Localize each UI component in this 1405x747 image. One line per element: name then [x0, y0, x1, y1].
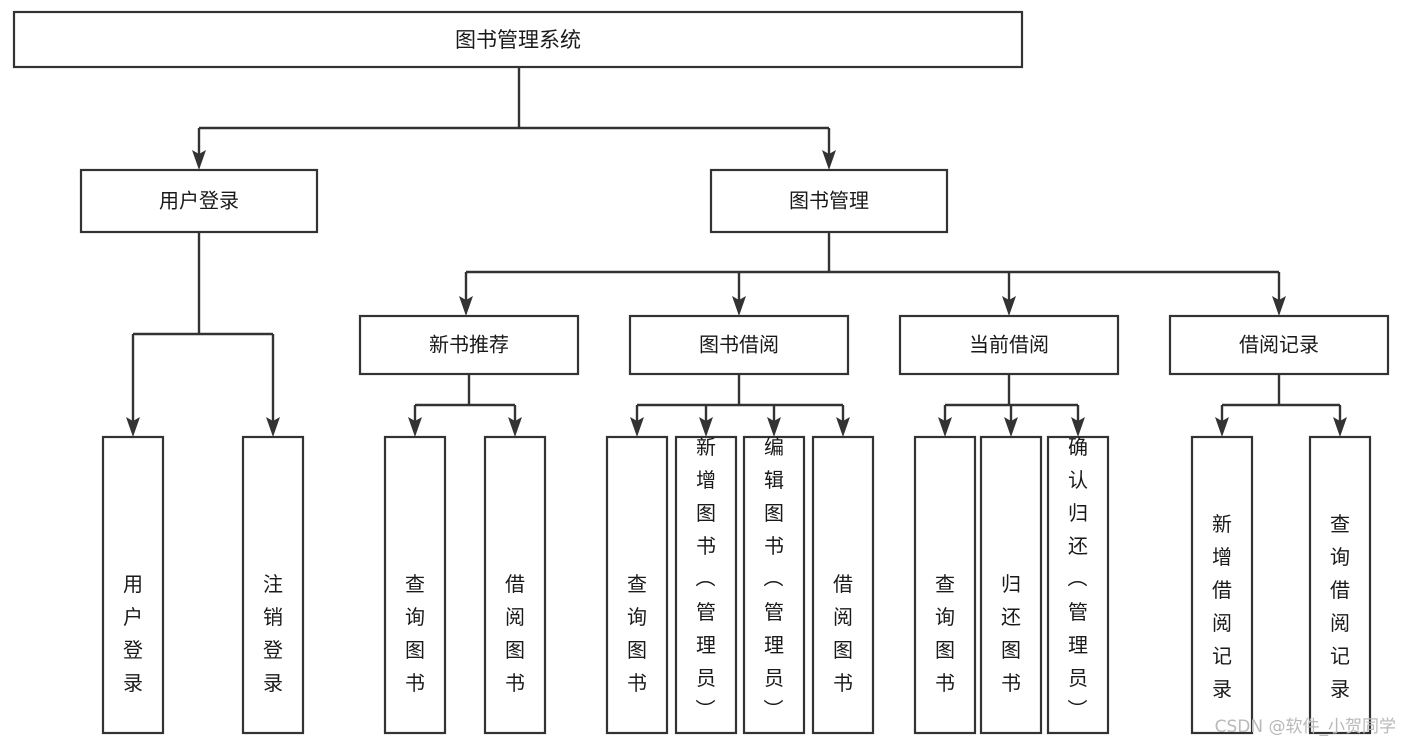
- leaf-query-book-borrow-box[interactable]: [605, 435, 669, 735]
- leaf-user-login[interactable]: 用户登录: [101, 435, 165, 735]
- arrow-leaf-query-record: [1333, 417, 1347, 437]
- leaf-confirm-return-admin-box[interactable]: [1046, 435, 1110, 735]
- leaf-borrow-book-borrow[interactable]: 借阅图书: [811, 435, 875, 735]
- leaf-query-borrow-record[interactable]: 查询借阅记录: [1308, 435, 1372, 735]
- arrow-leaf-confirm-return: [1071, 417, 1085, 437]
- arrow-leaf-query-book-1: [408, 417, 422, 437]
- node-book-borrow-box[interactable]: [628, 314, 850, 376]
- node-root-box[interactable]: [12, 10, 1024, 69]
- arrow-current-borrow: [1002, 296, 1016, 316]
- node-borrow-record-label: 借阅记录: [1239, 333, 1319, 357]
- leaf-user-login-label: 用户登录: [123, 572, 143, 695]
- connector-layer: [126, 67, 1347, 437]
- leaf-borrow-book-newbook-box[interactable]: [483, 435, 547, 735]
- arrow-leaf-user-login: [126, 417, 140, 437]
- leaf-add-book-admin-box[interactable]: [674, 435, 738, 735]
- node-book-borrow[interactable]: 图书借阅: [628, 314, 850, 376]
- arrow-leaf-borrow-book-2: [836, 417, 850, 437]
- node-root-label: 图书管理系统: [455, 28, 581, 52]
- node-user-login-label: 用户登录: [159, 189, 239, 213]
- leaf-return-book-label: 归还图书: [1001, 572, 1021, 695]
- leaf-confirm-return-admin[interactable]: 确认归还（管理员）: [1046, 435, 1110, 735]
- leaf-edit-book-admin[interactable]: 编辑图书（管理员）: [742, 435, 806, 735]
- arrow-user-login: [192, 150, 206, 170]
- leaf-borrow-book-newbook[interactable]: 借阅图书: [483, 435, 547, 735]
- leaf-add-book-admin-label: 新增图书（管理员）: [695, 435, 716, 723]
- leaf-logout[interactable]: 注销登录: [241, 435, 305, 735]
- node-current-borrow[interactable]: 当前借阅: [898, 314, 1120, 376]
- arrow-leaf-query-book-3: [938, 417, 952, 437]
- node-current-borrow-box[interactable]: [898, 314, 1120, 376]
- leaf-query-book-current-label: 查询图书: [935, 572, 955, 695]
- leaf-borrow-book-newbook-label: 借阅图书: [505, 572, 525, 695]
- leaf-borrow-book-borrow-label: 借阅图书: [833, 572, 853, 695]
- leaf-edit-book-admin-box[interactable]: [742, 435, 806, 735]
- leaf-add-borrow-record-box[interactable]: [1190, 435, 1254, 735]
- node-borrow-record-box[interactable]: [1168, 314, 1390, 376]
- leaf-edit-book-admin-label: 编辑图书（管理员）: [763, 435, 784, 723]
- leaf-add-borrow-record[interactable]: 新增借阅记录: [1190, 435, 1254, 735]
- arrow-leaf-logout: [266, 417, 280, 437]
- node-new-book-recommend[interactable]: 新书推荐: [358, 314, 580, 376]
- leaf-user-login-box[interactable]: [101, 435, 165, 735]
- leaf-confirm-return-admin-label: 确认归还（管理员）: [1067, 435, 1088, 723]
- leaf-query-book-newbook-box[interactable]: [383, 435, 447, 735]
- arrow-book-borrow: [732, 296, 746, 316]
- node-book-management[interactable]: 图书管理: [709, 168, 949, 234]
- csdn-watermark: CSDN @软件_小贺同学: [1215, 717, 1396, 737]
- node-borrow-record[interactable]: 借阅记录: [1168, 314, 1390, 376]
- node-book-borrow-label: 图书借阅: [699, 333, 779, 357]
- arrow-leaf-edit-book: [767, 417, 781, 437]
- arrow-leaf-query-book-2: [630, 417, 644, 437]
- leaf-query-borrow-record-box[interactable]: [1308, 435, 1372, 735]
- node-user-login[interactable]: 用户登录: [79, 168, 319, 234]
- leaf-logout-label: 注销登录: [263, 572, 283, 695]
- node-current-borrow-label: 当前借阅: [969, 333, 1049, 357]
- arrow-book-mgmt: [822, 150, 836, 170]
- node-new-book-recommend-label: 新书推荐: [429, 333, 509, 357]
- leaf-add-book-admin[interactable]: 新增图书（管理员）: [674, 435, 738, 735]
- leaf-query-book-borrow-label: 查询图书: [627, 572, 647, 695]
- node-book-management-box[interactable]: [709, 168, 949, 234]
- leaf-logout-box[interactable]: [241, 435, 305, 735]
- arrow-new-book-rec: [459, 296, 473, 316]
- leaf-query-borrow-record-label: 查询借阅记录: [1330, 512, 1350, 701]
- arrow-leaf-add-record: [1215, 417, 1229, 437]
- leaf-add-borrow-record-label: 新增借阅记录: [1212, 512, 1232, 701]
- arrow-leaf-return-book: [1004, 417, 1018, 437]
- leaf-query-book-borrow[interactable]: 查询图书: [605, 435, 669, 735]
- leaf-borrow-book-borrow-box[interactable]: [811, 435, 875, 735]
- arrow-leaf-borrow-book-1: [508, 417, 522, 437]
- leaf-query-book-newbook[interactable]: 查询图书: [383, 435, 447, 735]
- node-root-system[interactable]: 图书管理系统: [12, 10, 1024, 69]
- node-user-login-box[interactable]: [79, 168, 319, 234]
- leaf-query-book-current-box[interactable]: [913, 435, 977, 735]
- leaf-query-book-newbook-label: 查询图书: [405, 572, 425, 695]
- node-new-book-recommend-box[interactable]: [358, 314, 580, 376]
- node-book-management-label: 图书管理: [789, 189, 869, 213]
- arrow-borrow-record: [1272, 296, 1286, 316]
- leaf-query-book-current[interactable]: 查询图书: [913, 435, 977, 735]
- leaf-return-book-box[interactable]: [979, 435, 1043, 735]
- arrow-leaf-add-book: [699, 417, 713, 437]
- leaf-return-book[interactable]: 归还图书: [979, 435, 1043, 735]
